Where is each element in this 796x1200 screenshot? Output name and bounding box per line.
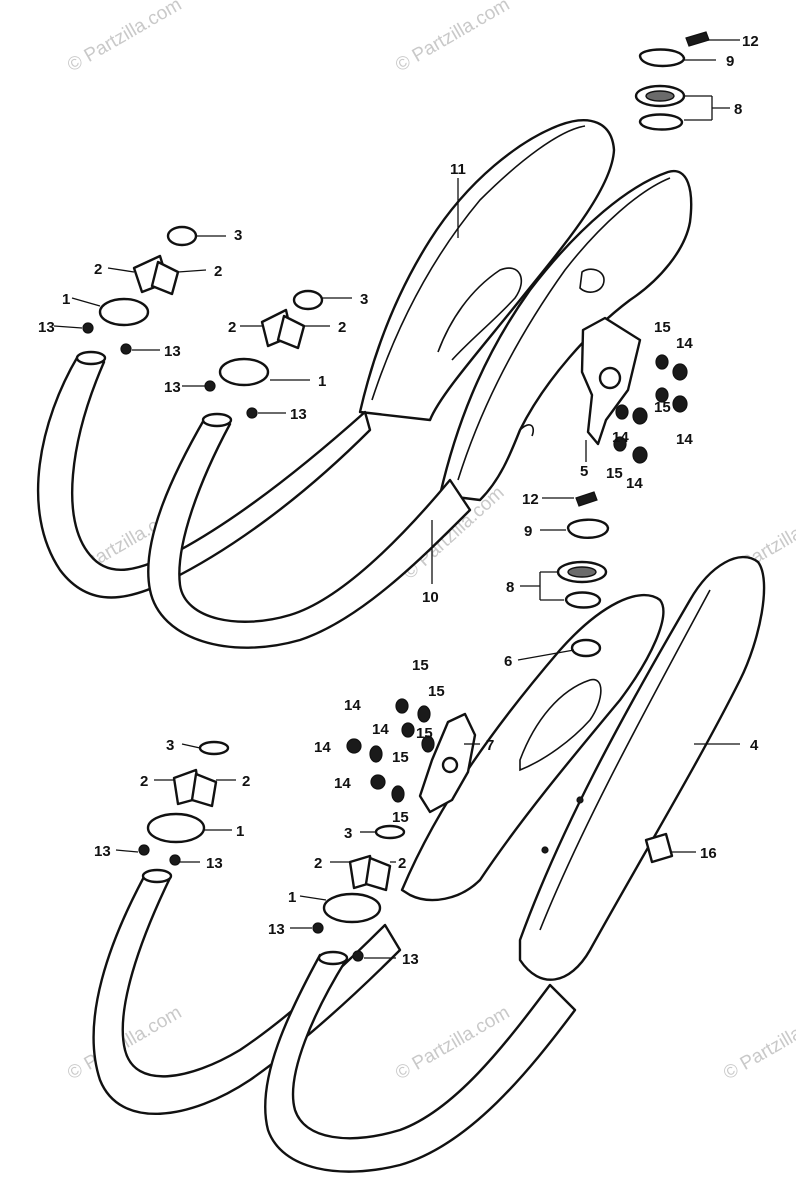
callout-12: 12 [742,33,759,50]
muffler-lower-large [518,556,766,981]
callout-10: 10 [422,589,439,606]
callout-13: 13 [164,379,181,396]
callout-2: 2 [228,319,236,336]
callout-2: 2 [140,773,148,790]
callout-12: 12 [522,491,539,508]
clamp-assembly-top [634,31,710,131]
watermark: © Partzilla.com [64,0,185,76]
callout-13: 13 [38,319,55,336]
callout-3: 3 [166,737,174,754]
callout-15: 15 [606,465,623,482]
muffler-upper-rear [358,119,616,422]
callout-13: 13 [402,951,419,968]
callout-4: 4 [750,737,759,754]
rubber-mount-16 [644,832,674,864]
muffler-lower-small [400,593,665,902]
callout-14: 14 [676,335,693,352]
callout-3: 3 [234,227,242,244]
exhaust-pipe-upper [36,350,472,649]
callout-7: 7 [486,737,494,754]
callout-14: 14 [626,475,643,492]
muffler-upper-front [438,169,693,502]
callout-2: 2 [398,855,406,872]
leader-lines [53,39,740,959]
callout-14: 14 [344,697,361,714]
callout-3: 3 [360,291,368,308]
watermark: © Partzilla.com [720,1002,796,1084]
callout-8: 8 [734,101,742,118]
nut-washer-set-lower [346,698,435,803]
callout-2: 2 [314,855,322,872]
exhaust-pipe-lower [92,868,577,1173]
callout-15: 15 [392,809,409,826]
callout-16: 16 [700,845,717,862]
callout-15: 15 [428,683,445,700]
callout-3: 3 [344,825,352,842]
clamp-assembly-middle [556,491,610,609]
callout-1: 1 [288,889,296,906]
watermark: © Partzilla.com [392,0,513,76]
callout-2: 2 [338,319,346,336]
gasket-set-upper [82,225,324,419]
callout-15: 15 [654,319,671,336]
bracket-hole [598,366,622,390]
callout-13: 13 [290,406,307,423]
callout-13: 13 [206,855,223,872]
callout-14: 14 [372,721,389,738]
callout-14: 14 [334,775,351,792]
callout-13: 13 [268,921,285,938]
callout-8: 8 [506,579,514,596]
callout-11: 11 [450,161,466,178]
callout-9: 9 [524,523,532,540]
nut-washer-set-upper [613,354,688,464]
callout-1: 1 [318,373,326,390]
callout-15: 15 [412,657,429,674]
callout-5: 5 [580,463,588,480]
callout-15: 15 [416,725,433,742]
callout-1: 1 [236,823,244,840]
callout-15: 15 [654,399,671,416]
callout-1: 1 [62,291,70,308]
callout-2: 2 [242,773,250,790]
callout-14: 14 [612,429,629,446]
callout-15: 15 [392,749,409,766]
callout-2: 2 [214,263,222,280]
callout-14: 14 [314,739,331,756]
callout-13: 13 [164,343,181,360]
callout-9: 9 [726,53,734,70]
callout-14: 14 [676,431,693,448]
callout-6: 6 [504,653,512,670]
callout-labels: 12 9 8 11 3 2 2 1 13 13 3 2 2 1 13 13 15… [38,33,759,968]
callout-13: 13 [94,843,111,860]
bracket-hole [441,756,459,774]
callout-2: 2 [94,261,102,278]
gasket-set-lower [138,740,406,962]
